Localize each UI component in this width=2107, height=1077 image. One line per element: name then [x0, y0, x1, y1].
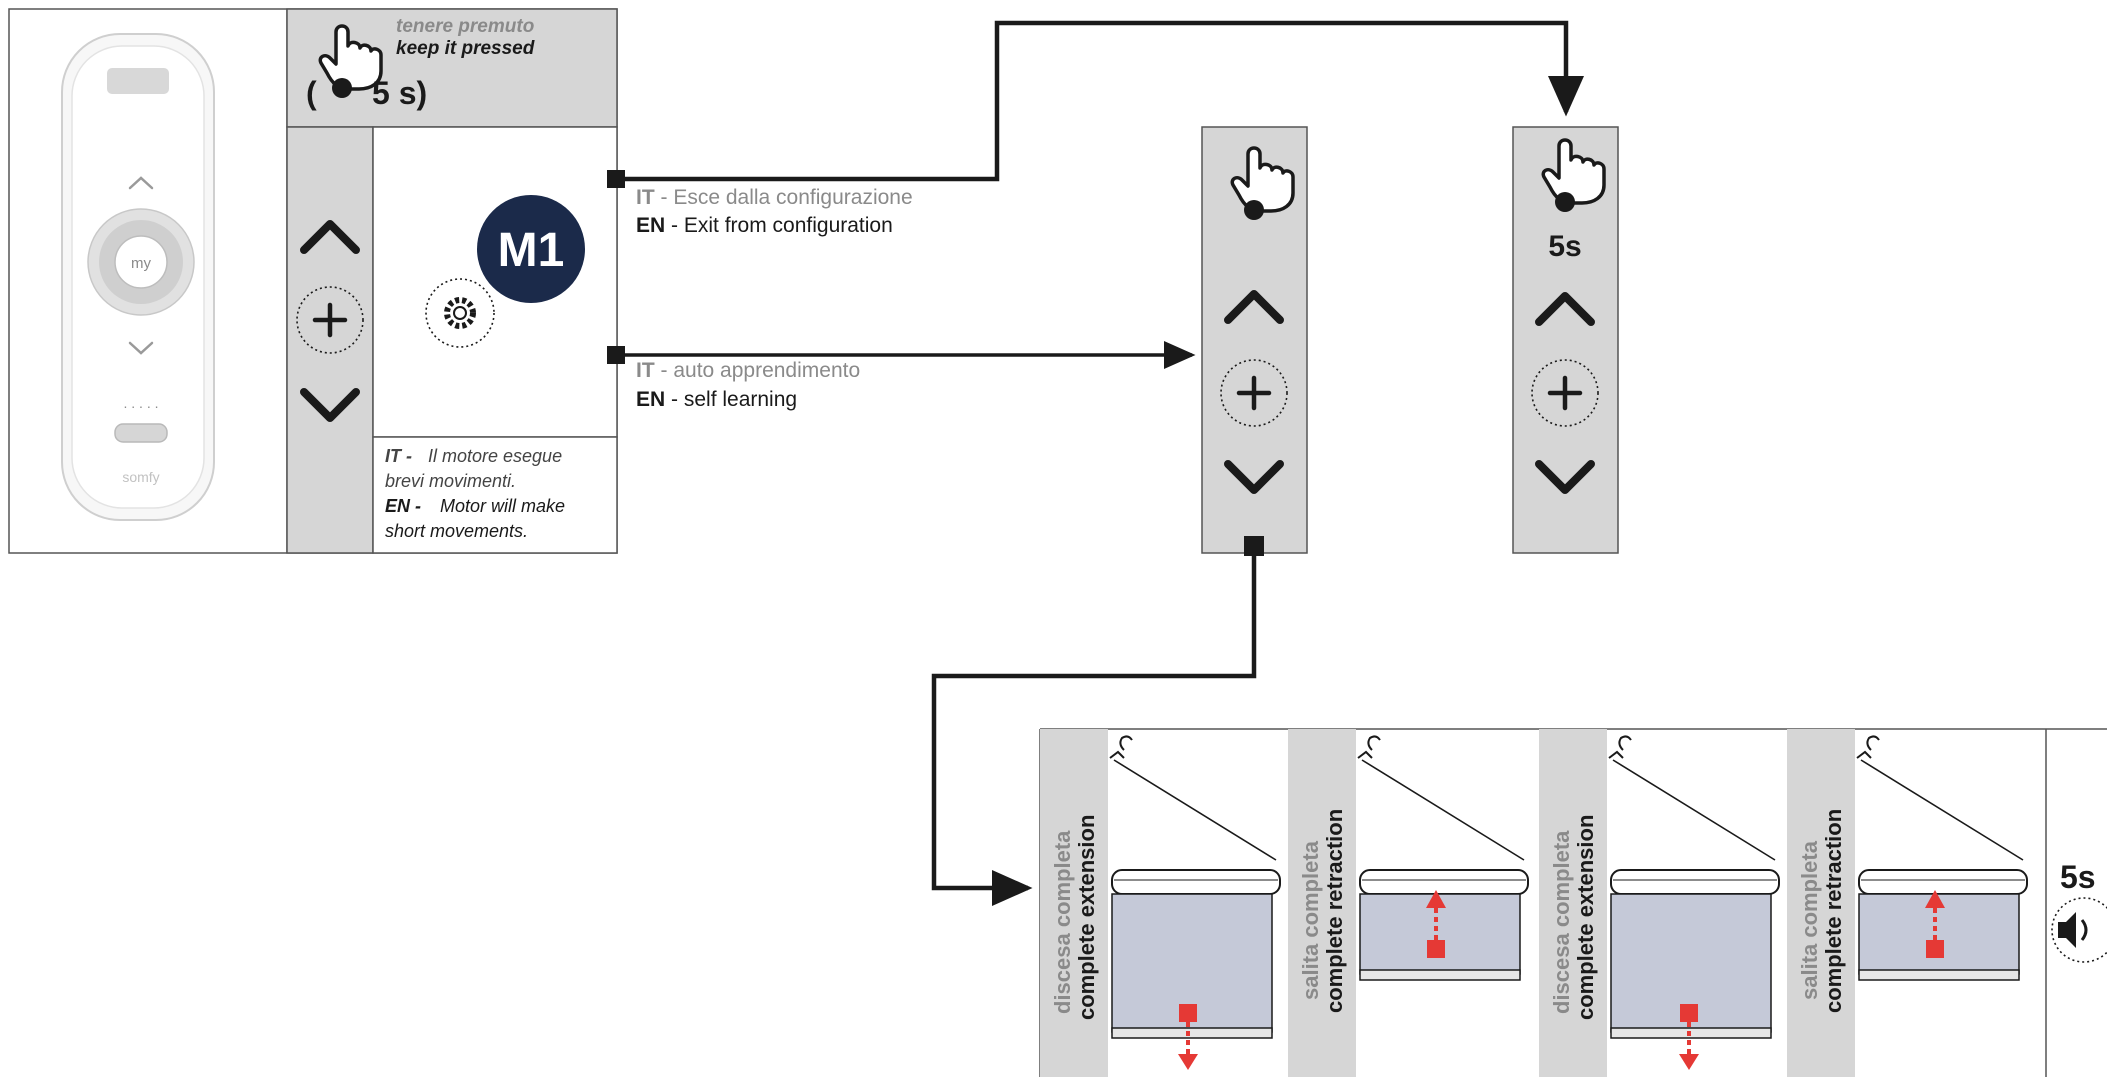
my-button-label: my	[131, 255, 151, 272]
sequence-strip: discesa completa complete extension sali…	[1039, 728, 2107, 1077]
sequence-flow-arrow	[931, 556, 1257, 906]
step-1-en: complete extension	[1074, 815, 1099, 1020]
note-box	[372, 436, 618, 554]
step-1-awning	[1107, 735, 1287, 1041]
step-3-label-bar	[1539, 729, 1607, 1077]
hold-paren: (	[306, 75, 317, 111]
note-it-line2: brevi movimenti.	[385, 471, 516, 491]
exit-label-en: EN - Exit from configuration	[636, 214, 893, 237]
step-3-down-arrow	[1679, 1004, 1699, 1070]
mode-badge	[477, 195, 585, 303]
step-2-up-arrow	[1426, 890, 1446, 958]
gear-icon	[425, 278, 495, 348]
step-4-en: complete retraction	[1821, 809, 1846, 1013]
step-1-label-bar	[1040, 729, 1108, 1077]
step-2-awning	[1355, 735, 1535, 1041]
exit-connector-node	[607, 170, 625, 188]
sequence-connector-node	[1244, 536, 1264, 556]
remote-select-button	[114, 423, 168, 443]
press-5s-label: 5s	[1548, 230, 1581, 263]
learn-label-en: EN - self learning	[636, 388, 797, 411]
channel-dots: . . . . .	[123, 395, 158, 411]
step-4-it: salita completa	[1797, 840, 1822, 1000]
step-2-en: complete retraction	[1322, 809, 1347, 1013]
step-1-it: discesa completa	[1050, 830, 1075, 1014]
mode-badge-label: M1	[498, 224, 565, 277]
step-4-label-bar	[1787, 729, 1855, 1077]
note-en-line2: short movements.	[385, 521, 528, 541]
remote-up-icon	[128, 176, 154, 190]
note-it: IT -	[385, 446, 412, 466]
step-1-down-arrow	[1178, 1004, 1198, 1070]
step-4-awning	[1854, 735, 2034, 1041]
speaker-icon	[2051, 897, 2107, 963]
learn-connector-node	[607, 346, 625, 364]
learn-label-it: IT - auto apprendimento	[636, 359, 860, 382]
hold-text-en: keep it pressed	[396, 38, 535, 59]
step-3-it: discesa completa	[1549, 830, 1574, 1014]
hold-duration: 5 s)	[372, 75, 427, 111]
my-button	[114, 235, 168, 289]
brand-logo: somfy	[122, 469, 159, 485]
step-4-up-arrow	[1925, 890, 1945, 958]
final-5s-label: 5s	[2060, 859, 2096, 895]
step-2-it: salita completa	[1298, 840, 1323, 1000]
step-3-en: complete extension	[1573, 815, 1598, 1020]
step-3-awning	[1606, 735, 1786, 1041]
step-2-label-bar	[1288, 729, 1356, 1077]
remote-control: my . . . . . somfy	[61, 33, 215, 521]
exit-flow-arrow	[625, 20, 1584, 182]
note-it-line1: Il motore esegue	[428, 446, 562, 466]
hold-text-it: tenere premuto	[396, 16, 534, 37]
remote-down-icon	[128, 341, 154, 355]
note-en: EN -	[385, 496, 421, 516]
note-en-line1: Motor will make	[440, 496, 565, 516]
exit-label-it: IT - Esce dalla configurazione	[636, 186, 913, 209]
